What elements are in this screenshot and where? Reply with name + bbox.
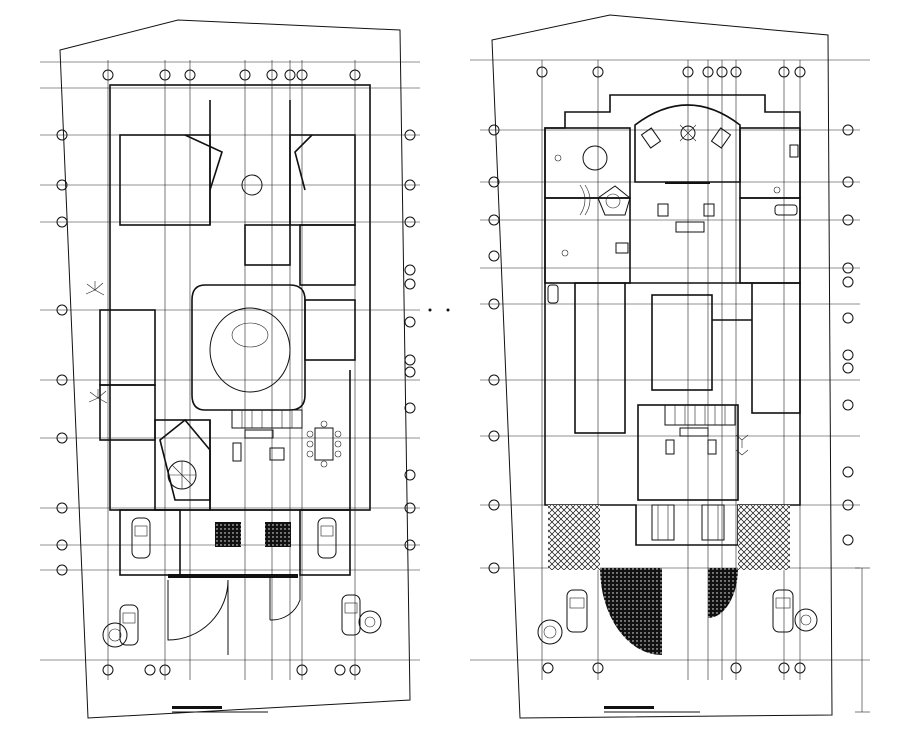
round-fountain [241,174,263,196]
bay-wall-right [294,134,313,191]
grid-lines-left [40,60,420,680]
grid-lines-right [480,60,860,680]
stair-enclosure [159,418,211,501]
sofa-icon [640,127,732,455]
hatch-pattern-icon [738,505,790,570]
dark-planter-left [600,568,662,655]
interior-walls-left [99,100,356,511]
palm-icon [85,281,108,404]
hatch-pattern-icon [215,522,241,547]
spiral-stair-icon [167,460,197,490]
interior-walls-right [544,127,801,501]
dining-table-icon [306,420,342,468]
building-outline-left [109,84,371,511]
entry-stair [231,409,303,429]
hatch-pattern-icon [265,522,291,547]
spiral-stair-icon [579,184,631,216]
entrance-columns [651,504,725,541]
car-icon [119,517,361,646]
grid-axis-bubble-icon [56,69,416,676]
upper-floor-plan [470,14,870,719]
grid-axis-bubble-icon [488,66,854,674]
oval-feature [209,307,291,393]
ground-floor-plan [40,19,420,719]
site-boundary-right [491,14,833,719]
car-icon [566,589,794,633]
sofa-icon [232,429,285,462]
tree-icon [537,608,818,645]
dark-planter-right [708,568,738,618]
door-swing-icon [167,575,301,655]
building-outline-right [544,94,801,546]
drawing-title-right [604,706,700,713]
hatch-pattern-icon [548,505,600,570]
palm-icon [735,434,749,456]
stair-right [664,404,736,426]
toilet-icon [554,144,799,257]
bay-wall-left [184,134,223,191]
drawing-title-left [172,706,268,713]
site-boundary-left [59,19,411,719]
tree-icon [102,610,382,648]
bathtub-icon [547,145,798,304]
round-table-icon [679,124,697,142]
